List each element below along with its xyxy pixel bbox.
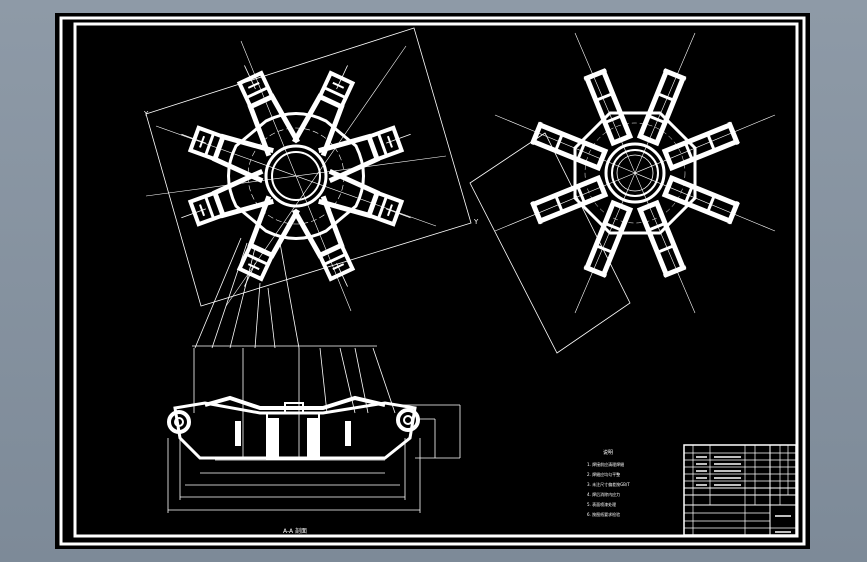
drawing-canvas: Y Y [59,16,806,546]
notes-title: 说明 [603,449,613,456]
note-line: 5. 表面喷漆处理 [587,501,616,507]
section-view-label: A-A 剖面 [283,527,307,535]
section-view: A-A 剖面 [167,237,461,535]
svg-text:Y: Y [473,218,479,226]
note-line: 2. 焊缝应均匀平整 [587,471,620,477]
drawing-sheet: Y Y [55,13,810,549]
note-line: 1. 焊接前应清理焊缝 [587,461,624,467]
outer-border [59,16,806,546]
note-line: 4. 焊后消除内应力 [587,491,620,497]
note-line: 6. 按图纸要求检验 [587,511,620,517]
wheel-plan-view [469,32,776,354]
note-line: 3. 未注尺寸偏差按GB/T [587,481,630,487]
svg-text:Y: Y [143,110,149,118]
title-block [683,444,797,536]
inner-border [73,22,799,538]
technical-notes: 说明 1. 焊接前应清理焊缝 2. 焊缝应均匀平整 3. 未注尺寸偏差按GB/T… [587,449,630,517]
star-plan-view: Y Y [143,27,479,312]
